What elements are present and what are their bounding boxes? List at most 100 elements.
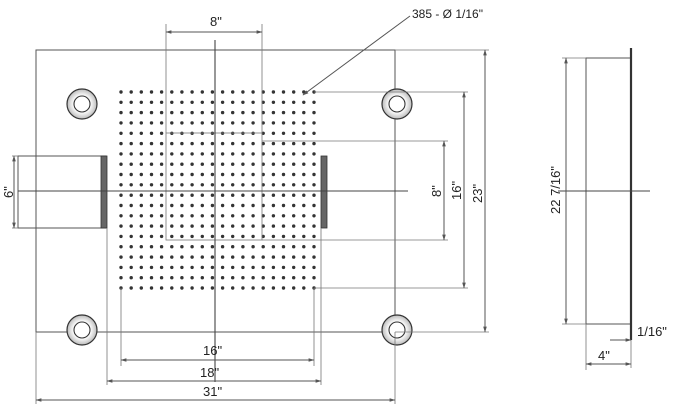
nozzle-dot <box>292 286 296 290</box>
nozzle-dot <box>119 90 123 94</box>
mounting-holes <box>66 88 413 346</box>
nozzle-dot <box>170 121 174 125</box>
nozzle-dot <box>139 214 143 218</box>
nozzle-dot <box>251 203 255 208</box>
nozzle-dot <box>210 214 215 218</box>
nozzle-grid <box>119 90 316 290</box>
nozzle-dot <box>302 131 306 135</box>
nozzle-dot <box>251 152 255 156</box>
nozzle-dot <box>292 276 296 280</box>
nozzle-dot <box>220 203 225 208</box>
nozzle-dot <box>129 276 133 280</box>
nozzle-dot <box>281 141 286 146</box>
nozzle-dot <box>129 100 133 105</box>
nozzle-dot <box>190 193 194 197</box>
nozzle-dot <box>251 193 255 197</box>
nozzle-dot <box>220 141 225 146</box>
nozzle-dot <box>139 255 143 259</box>
nozzle-dot <box>251 90 255 94</box>
nozzle-dot <box>149 265 154 270</box>
nozzle-dot <box>302 121 306 125</box>
nozzle-dot <box>271 162 276 166</box>
nozzle-dot <box>170 276 174 280</box>
nozzle-dot <box>210 183 215 187</box>
nozzle-dot <box>159 172 164 177</box>
nozzle-dot <box>170 90 174 94</box>
nozzle-dot <box>220 224 225 228</box>
nozzle-dot <box>241 286 245 290</box>
nozzle-dot <box>281 286 286 290</box>
nozzle-dot <box>129 183 133 187</box>
nozzle-dot <box>220 245 225 249</box>
nozzle-dot <box>312 245 316 249</box>
nozzle-dot <box>159 245 164 249</box>
callout-leader <box>302 15 411 96</box>
nozzle-dot <box>251 255 255 259</box>
nozzle-dot <box>251 265 255 270</box>
nozzle-dot <box>149 152 154 156</box>
mount-hole-bottom-left <box>66 314 98 346</box>
nozzle-dot <box>292 131 296 135</box>
nozzle-dot <box>241 90 245 94</box>
nozzle-dot <box>190 286 194 290</box>
nozzle-dot <box>139 265 143 270</box>
nozzle-dot <box>231 90 235 94</box>
nozzle-dot <box>241 162 245 166</box>
nozzle-dot <box>119 141 123 146</box>
nozzle-dot <box>292 100 296 105</box>
nozzle-dot <box>271 90 276 94</box>
nozzle-dot <box>200 110 204 115</box>
nozzle-dot <box>170 245 174 249</box>
nozzle-dot <box>139 110 143 115</box>
nozzle-dot <box>210 152 215 156</box>
nozzle-dot <box>241 214 245 218</box>
nozzle-dot <box>292 172 296 177</box>
callout-holes-label: 385 - Ø 1/16" <box>412 7 483 21</box>
nozzle-dot <box>302 255 306 259</box>
nozzle-dot <box>241 265 245 270</box>
nozzle-dot <box>200 245 204 249</box>
nozzle-dot <box>149 162 154 166</box>
nozzle-dot <box>139 224 143 228</box>
nozzle-dot <box>220 193 225 197</box>
nozzle-dot <box>170 152 174 156</box>
nozzle-dot <box>312 100 316 105</box>
nozzle-dot <box>159 193 164 197</box>
nozzle-dot <box>190 172 194 177</box>
nozzle-dot <box>312 203 316 208</box>
nozzle-dot <box>200 152 204 156</box>
nozzle-dot <box>220 162 225 166</box>
nozzle-dot <box>210 172 215 177</box>
nozzle-dot <box>302 183 306 187</box>
nozzle-dot <box>281 276 286 280</box>
nozzle-dot <box>170 224 174 228</box>
nozzle-dot <box>180 203 184 208</box>
nozzle-dot <box>159 141 164 146</box>
nozzle-dot <box>261 286 265 290</box>
nozzle-dot <box>210 255 215 259</box>
nozzle-dot <box>302 265 306 270</box>
dim-right-23-label: 23" <box>470 184 485 203</box>
nozzle-dot <box>149 183 154 187</box>
nozzle-dot <box>190 110 194 115</box>
nozzle-dot <box>190 183 194 187</box>
nozzle-dot <box>200 276 204 280</box>
nozzle-dot <box>281 203 286 208</box>
nozzle-dot <box>129 152 133 156</box>
nozzle-dot <box>220 100 225 105</box>
nozzle-dot <box>231 141 235 146</box>
front-view: 8" 16" 18" 31" 6" <box>1 7 489 404</box>
nozzle-dot <box>129 286 133 290</box>
nozzle-dot <box>302 141 306 146</box>
nozzle-dot <box>292 162 296 166</box>
nozzle-dot <box>149 276 154 280</box>
nozzle-dot <box>170 255 174 259</box>
nozzle-dot <box>170 265 174 270</box>
nozzle-dot <box>200 90 204 94</box>
dim-top-8 <box>165 24 263 133</box>
nozzle-dot <box>180 224 184 228</box>
nozzle-dot <box>159 203 164 208</box>
nozzle-dot <box>241 255 245 259</box>
nozzle-dot <box>139 131 143 135</box>
nozzle-dot <box>170 203 174 208</box>
